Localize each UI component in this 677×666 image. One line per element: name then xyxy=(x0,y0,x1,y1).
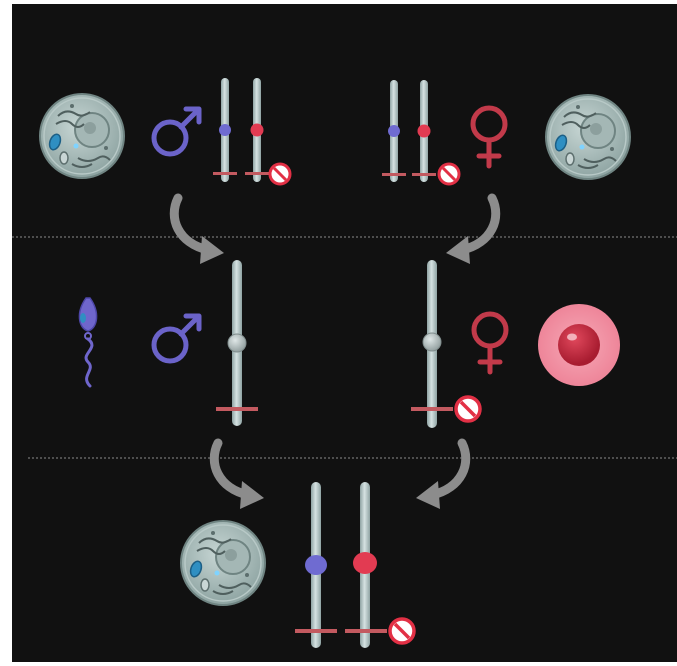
centromere-maternal xyxy=(353,552,377,574)
imprint-mark xyxy=(295,629,337,633)
imprint-mark xyxy=(245,172,269,175)
sperm-chromosome xyxy=(216,260,258,426)
centromere-paternal xyxy=(305,555,327,575)
imprint-mark xyxy=(345,629,387,633)
no-entry-icon xyxy=(454,395,482,423)
no-entry-icon xyxy=(437,162,461,186)
centromere-maternal xyxy=(250,123,264,137)
somatic-cell-icon xyxy=(39,93,125,179)
egg-chromosome xyxy=(411,260,482,428)
offspring-chromosome-pair xyxy=(295,482,416,648)
imprint-mark xyxy=(411,407,453,411)
centromere xyxy=(227,333,247,353)
somatic-cell-icon xyxy=(180,520,266,606)
imprint-mark xyxy=(382,173,406,176)
imprint-mark xyxy=(213,172,237,175)
female-parent-chromosome-pair xyxy=(382,80,461,186)
centromere-paternal xyxy=(219,124,231,136)
centromere xyxy=(422,332,442,352)
imprint-mark xyxy=(412,173,436,176)
no-entry-icon xyxy=(268,162,292,186)
imprint-mark xyxy=(216,407,258,411)
somatic-cell-icon xyxy=(545,94,631,180)
centromere-paternal xyxy=(388,125,400,137)
male-parent-chromosome-pair xyxy=(213,78,292,186)
egg-cell-icon xyxy=(538,304,620,386)
sperm-icon xyxy=(78,297,98,388)
centromere-maternal xyxy=(417,124,431,138)
no-entry-icon xyxy=(388,617,416,645)
